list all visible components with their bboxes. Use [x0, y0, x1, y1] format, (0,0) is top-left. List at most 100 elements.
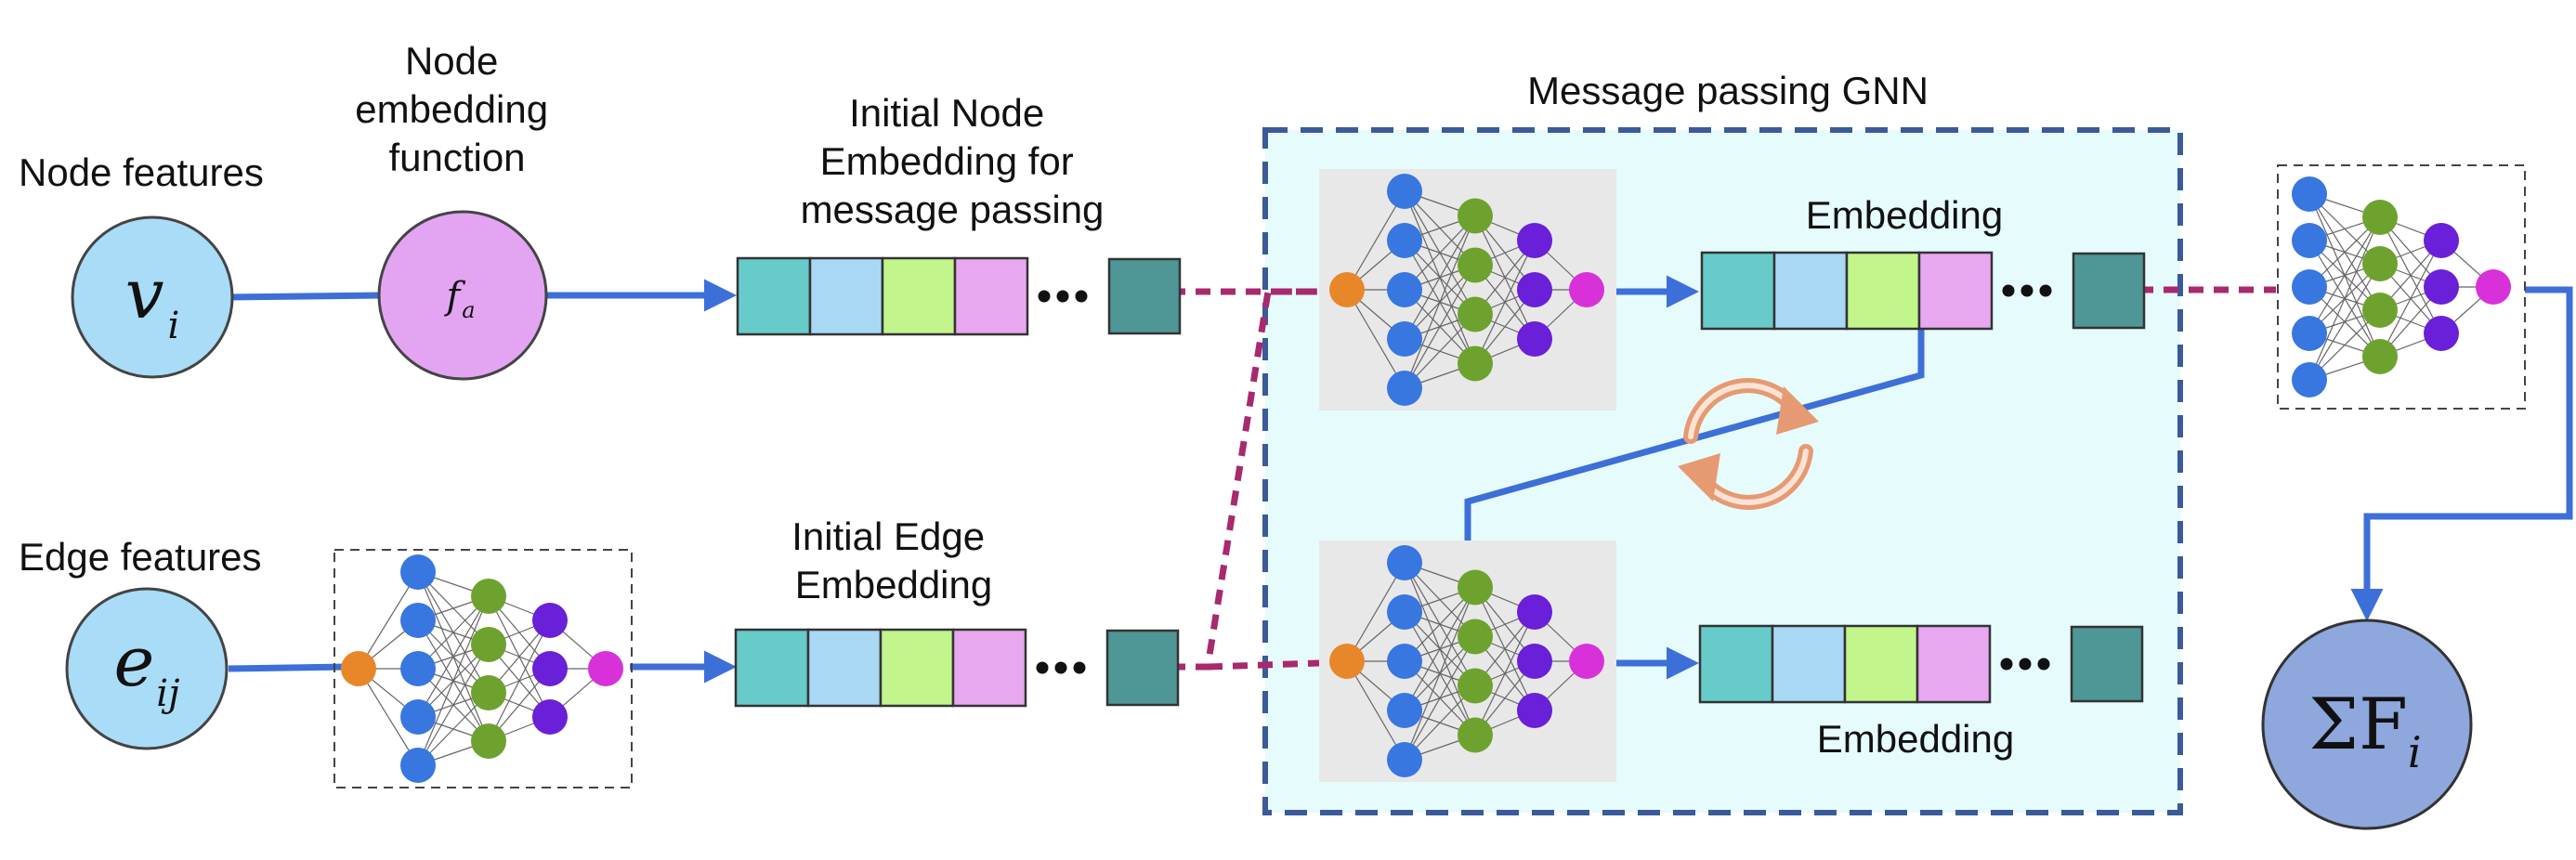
- top-gnn-network-neuron-layer-0: [1329, 272, 1365, 307]
- edge-embedding-network-neuron-layer-2: [471, 675, 506, 710]
- bottom-gnn-network-neuron-layer-3: [1517, 693, 1552, 728]
- top-gnn-network-neuron-layer-1: [1387, 272, 1422, 307]
- top-gnn-network-neuron-layer-1: [1387, 371, 1422, 406]
- node-embedding-function-line-1: Node: [405, 39, 498, 83]
- edge-feature-symbol: eij: [114, 622, 180, 715]
- node-embedding-function-label: Node embedding function: [355, 39, 559, 179]
- node-feature-symbol-base: v: [125, 254, 164, 334]
- readout-to-output-arrow: [2350, 286, 2573, 621]
- initial-edge-embedding-vector-cell-2: [806, 628, 883, 708]
- initial-node-embedding-vector-cell-4: [953, 256, 1029, 336]
- edge-embedding-network-connection: [417, 595, 490, 766]
- bottom-gnn-network: [1319, 541, 1616, 782]
- top-gnn-network-connection: [1346, 289, 1406, 389]
- edge-embedding-network-connection: [417, 595, 490, 718]
- bottom-gnn-network-connection: [1346, 562, 1406, 662]
- edge-embedding-network-connection: [417, 644, 490, 766]
- top-gnn-network-neuron-layer-3: [1517, 321, 1552, 357]
- edge-embedding-network-connection: [358, 571, 419, 670]
- bottom-gnn-network-neuron-layer-2: [1458, 668, 1493, 704]
- top-gnn-embedding-vector-cell-1: [1700, 251, 1776, 331]
- readout-network-neuron-layer-2: [2362, 246, 2398, 281]
- top-gnn-network-neuron-layer-2: [1458, 198, 1493, 234]
- bottom-gnn-network-connection: [1404, 636, 1476, 761]
- top-gnn-network-connection: [1346, 190, 1406, 291]
- node-feature-to-function-line: [229, 292, 384, 301]
- readout-network-neuron-layer-1: [2292, 269, 2327, 305]
- initial-edge-embedding-vector-cell-4: [951, 628, 1027, 708]
- edge-embedding-network-neuron-layer-1: [400, 651, 436, 686]
- top-gnn-network-connection: [1404, 215, 1476, 389]
- bottom-gnn-network-neuron-layer-2: [1458, 717, 1493, 753]
- initial-edge-to-bottom-gnn-dashed-link: [1207, 659, 1320, 671]
- initial-node-embedding-vector-ellipsis-dot: [1038, 290, 1051, 303]
- feature-nodes: [65, 210, 2473, 830]
- bottom-gnn-network-neuron-layer-1: [1387, 644, 1422, 679]
- node-embedding-function-line-2: embedding: [355, 87, 548, 131]
- output-sum-symbol-sub: i: [2408, 727, 2422, 777]
- bottom-gnn-embedding-vector-cell-2: [1771, 624, 1847, 704]
- output-sum-symbol: ΣFi: [2308, 683, 2421, 777]
- initial-node-embedding-vector-ellipsis-dot: [1075, 290, 1088, 303]
- bottom-gnn-network-neuron-layer-4: [1569, 644, 1604, 679]
- top-gnn-embedding-vector-cell-last: [2072, 252, 2146, 330]
- edge-embedding-network-connection: [488, 619, 551, 742]
- initial-node-embedding-vector: [736, 256, 1182, 336]
- node-features-label: Node features: [19, 150, 264, 194]
- top-gnn-network-neuron-layer-2: [1458, 296, 1493, 332]
- top-gnn-network-neuron-layer-2: [1458, 247, 1493, 283]
- readout-network-connection: [2379, 240, 2442, 358]
- edge-feature-to-edge-network-line: [228, 663, 348, 672]
- readout-network-connection: [2308, 216, 2381, 381]
- bottom-gnn-embedding-vector-cell-4: [1916, 624, 1992, 704]
- initial-edge-embedding-vector-cell-last: [1105, 629, 1180, 707]
- embedding-function-circle: [377, 210, 548, 381]
- bottom-gnn-network-connection: [1404, 587, 1476, 761]
- edge-embedding-network-connection: [358, 668, 419, 766]
- bottom-gnn-network-neuron-layer-1: [1387, 594, 1422, 630]
- edge-embedding-network-neuron-layer-1: [400, 603, 436, 638]
- output-sum-symbol-base: ΣF: [2308, 683, 2407, 765]
- bottom-gnn-network-neuron-layer-3: [1517, 594, 1552, 630]
- edge-embedding-network-border: [333, 549, 633, 788]
- initial-node-embedding-line-3: message passing: [801, 188, 1105, 231]
- node-embedding-function-line-3: function: [388, 136, 525, 179]
- readout-network-neuron-layer-1: [2292, 176, 2327, 212]
- top-gnn-network-neuron-layer-1: [1387, 174, 1422, 209]
- bottom-gnn-network-neuron-layer-1: [1387, 742, 1422, 777]
- top-gnn-network-neuron-layer-2: [1458, 345, 1493, 382]
- initial-node-embedding-vector-cell-3: [881, 256, 957, 336]
- edge-embedding-network-neuron-layer-1: [400, 699, 436, 735]
- initial-node-embedding-vector-cell-1: [736, 256, 812, 336]
- edge-feature-circle: [65, 587, 229, 750]
- edge-feature-symbol-base: e: [114, 622, 155, 702]
- edge-features-label: Edge features: [19, 535, 262, 579]
- embedding-top-label: Embedding: [1806, 193, 2003, 237]
- edge-embedding-network-neuron-layer-2: [471, 579, 506, 614]
- initial-edge-embedding-label: Initial Edge Embedding: [791, 515, 995, 606]
- edge-embedding-network: [333, 549, 633, 788]
- readout-network-neuron-layer-1: [2292, 223, 2327, 258]
- initial-node-embedding-vector-ellipsis-dot: [1056, 290, 1069, 303]
- top-gnn-network-connection: [1474, 240, 1536, 364]
- initial-edge-embedding-vector: [734, 628, 1180, 708]
- initial-edge-to-top-gnn-dashed-link: [1170, 288, 1319, 671]
- initial-node-embedding-vector-cell-last: [1107, 257, 1182, 335]
- bottom-gnn-network-neuron-layer-2: [1458, 569, 1493, 606]
- top-gnn-network-neuron-layer-3: [1517, 272, 1552, 307]
- top-gnn-embedding-vector-cell-4: [1917, 251, 1994, 331]
- embedding-bottom-label: Embedding: [1817, 717, 2014, 761]
- initial-edge-embedding-vector-cell-1: [734, 628, 810, 708]
- output-sum-circle: [2261, 619, 2473, 830]
- readout-network-neuron-layer-1: [2292, 316, 2327, 351]
- bottom-gnn-embedding-vector-cell-1: [1698, 624, 1774, 704]
- top-gnn-network-connection: [1404, 215, 1476, 340]
- readout-network-neuron-layer-2: [2362, 200, 2398, 235]
- bottom-gnn-embedding-vector-ellipsis-dot: [2019, 658, 2032, 671]
- top-gnn-network-neuron-layer-1: [1387, 223, 1422, 258]
- top-gnn-network-neuron-layer-4: [1569, 272, 1604, 307]
- top-gnn-embedding-vector: [1700, 251, 2146, 331]
- top-gnn-network: [1319, 169, 1616, 410]
